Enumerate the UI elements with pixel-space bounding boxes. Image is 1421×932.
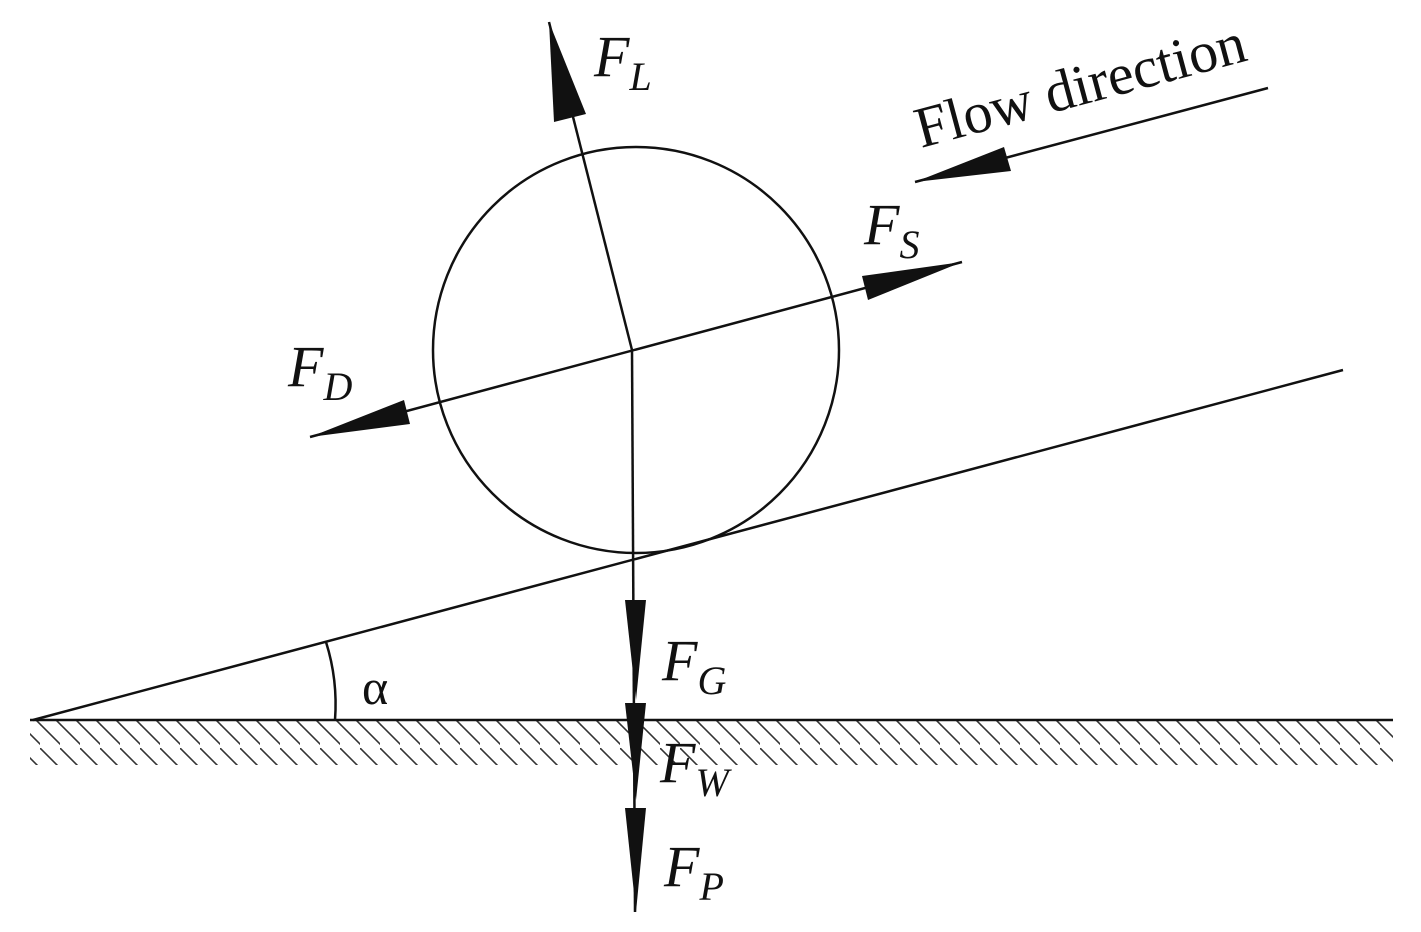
lift-arrowhead xyxy=(549,22,586,122)
ground-hatching xyxy=(30,721,1393,765)
pressure-label: FP xyxy=(663,834,724,909)
particle-circle xyxy=(431,145,841,555)
drag-label: FD xyxy=(287,334,352,409)
seepage-label: FS xyxy=(863,192,919,267)
seepage-arrowhead xyxy=(862,262,962,300)
gravity-arrowhead xyxy=(625,600,646,700)
angle-arc xyxy=(324,641,337,721)
gravity-label: FG xyxy=(661,628,726,703)
weight-label: FW xyxy=(659,730,732,805)
drag-arrowhead xyxy=(310,400,410,437)
drag-seepage-line xyxy=(309,260,963,439)
angle-label: α xyxy=(362,659,388,715)
pressure-arrowhead xyxy=(625,808,646,912)
flow-direction-arrowhead xyxy=(915,147,1011,182)
weight-arrowhead xyxy=(625,703,646,800)
lift-label: FL xyxy=(593,24,652,99)
